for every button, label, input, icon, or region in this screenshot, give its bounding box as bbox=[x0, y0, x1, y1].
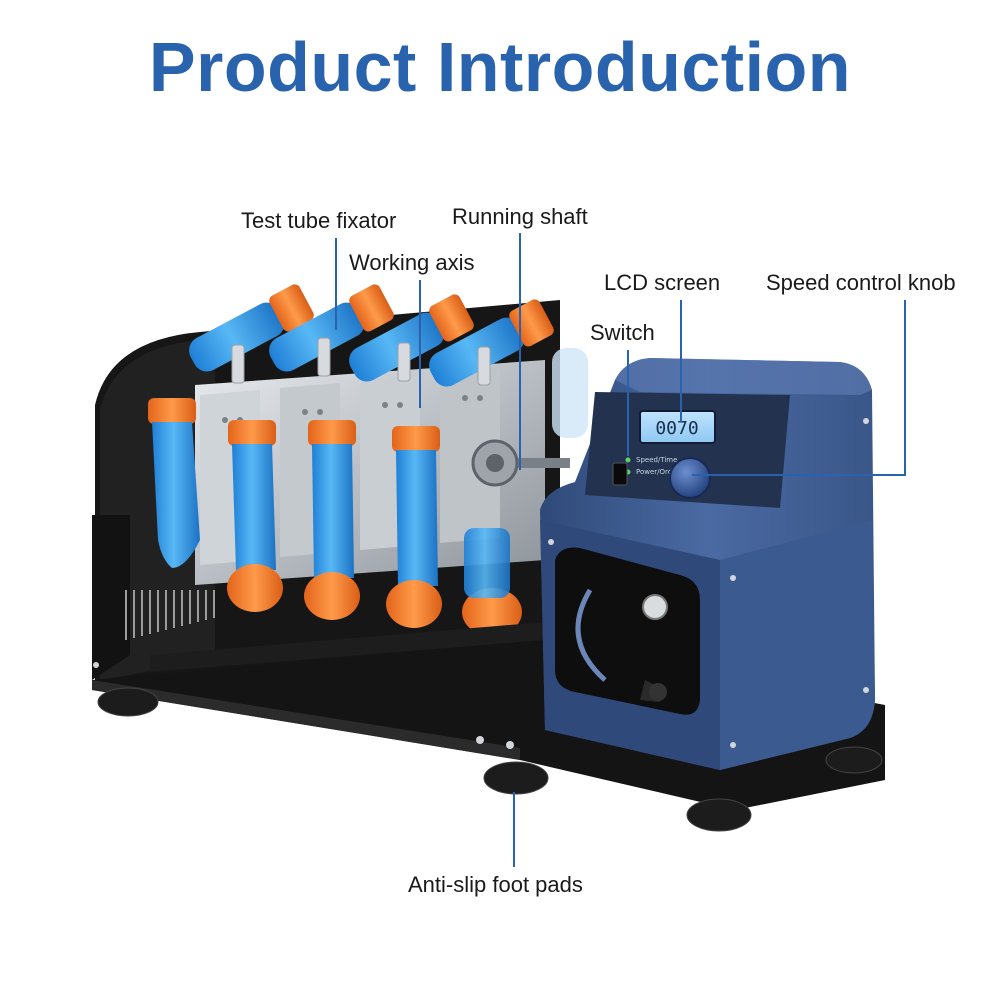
front-row-tubes bbox=[148, 398, 522, 636]
speed-knob[interactable] bbox=[669, 457, 711, 499]
panel-line-1: Speed/Time bbox=[636, 456, 677, 464]
fixator-clips bbox=[231, 337, 491, 386]
leader-speed-control-knob bbox=[692, 300, 906, 476]
label-working-axis: Working axis bbox=[349, 250, 475, 275]
label-switch: Switch bbox=[590, 320, 655, 345]
lcd-screen bbox=[639, 410, 716, 444]
page-title: Product Introduction bbox=[148, 28, 852, 106]
motor-housing: 0070 Speed/Time Power/Ordinary bbox=[93, 358, 875, 770]
label-lcd-screen: LCD screen bbox=[604, 270, 721, 295]
label-speed-control-knob: Speed control knob bbox=[766, 270, 956, 295]
lcd-readout: 0070 bbox=[655, 418, 698, 439]
label-anti-slip-foot-pads: Anti-slip foot pads bbox=[408, 872, 583, 897]
running-shaft bbox=[471, 439, 570, 487]
top-row-tubes bbox=[189, 284, 588, 438]
label-test-tube-fixator: Test tube fixator bbox=[241, 208, 397, 233]
leader-lines bbox=[335, 233, 906, 867]
label-running-shaft: Running shaft bbox=[452, 204, 588, 229]
panel-line-2: Power/Ordinary bbox=[636, 468, 690, 476]
power-switch[interactable] bbox=[612, 462, 628, 486]
foot-pads bbox=[97, 687, 883, 832]
